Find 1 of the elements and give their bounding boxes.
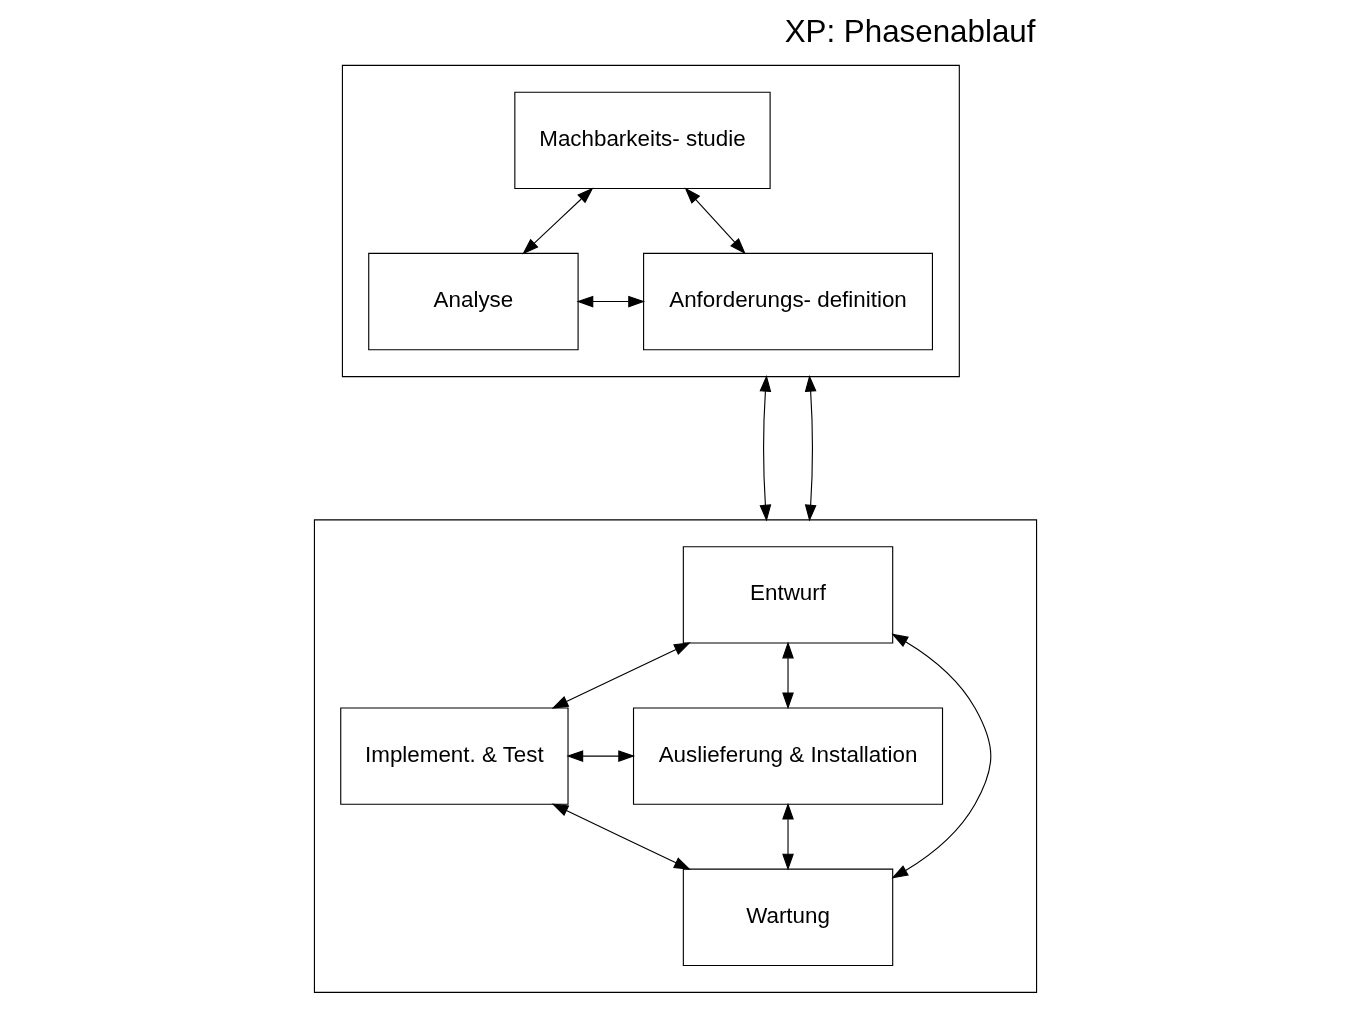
diagram-title: XP: Phasenablauf	[784, 14, 1035, 50]
